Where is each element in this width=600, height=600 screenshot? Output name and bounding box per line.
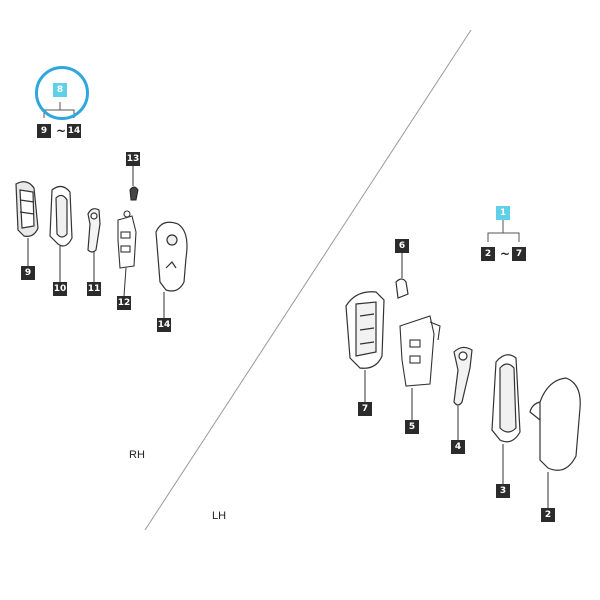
rh-group-tag[interactable]: 8 bbox=[53, 83, 67, 97]
part-3-shape bbox=[491, 354, 521, 443]
part-tag-13[interactable]: 13 bbox=[126, 152, 140, 166]
part-tag-4[interactable]: 4 bbox=[451, 440, 465, 454]
rh-range-from[interactable]: 9 bbox=[37, 124, 51, 138]
part-tag-2[interactable]: 2 bbox=[541, 508, 555, 522]
lh-group-bracket bbox=[487, 220, 520, 242]
highlight-circle bbox=[35, 66, 89, 120]
part-tag-10[interactable]: 10 bbox=[53, 282, 67, 296]
rh-leaders bbox=[27, 166, 165, 318]
part-14-shape bbox=[155, 221, 188, 292]
lh-range-tilde: ~ bbox=[500, 247, 511, 261]
part-tag-11[interactable]: 11 bbox=[87, 282, 101, 296]
part-5-shape bbox=[399, 315, 441, 387]
part-tag-7[interactable]: 7 bbox=[358, 402, 372, 416]
part-tag-6[interactable]: 6 bbox=[395, 239, 409, 253]
part-4-shape bbox=[453, 346, 473, 406]
part-9-shape bbox=[15, 181, 39, 237]
part-13-shape bbox=[129, 186, 139, 201]
part-tag-5[interactable]: 5 bbox=[405, 420, 419, 434]
part-7-shape bbox=[345, 291, 385, 369]
rh-range-to[interactable]: 14 bbox=[67, 124, 81, 138]
part-tag-12[interactable]: 12 bbox=[117, 296, 131, 310]
part-tag-14[interactable]: 14 bbox=[157, 318, 171, 332]
divider-line bbox=[144, 29, 472, 531]
part-10-shape bbox=[49, 185, 73, 247]
lh-range-to[interactable]: 7 bbox=[512, 247, 526, 261]
part-2-shape bbox=[529, 377, 581, 471]
side-label-rh: RH bbox=[129, 449, 145, 461]
lh-group-tag[interactable]: 1 bbox=[496, 206, 510, 220]
lh-leaders bbox=[364, 253, 549, 508]
rh-range-tilde: ~ bbox=[56, 124, 67, 138]
lh-range-from[interactable]: 2 bbox=[481, 247, 495, 261]
part-tag-3[interactable]: 3 bbox=[496, 484, 510, 498]
part-12-shape bbox=[117, 210, 137, 269]
part-11-shape bbox=[87, 208, 101, 253]
side-label-lh: LH bbox=[212, 510, 227, 522]
part-6-shape bbox=[395, 278, 409, 299]
part-tag-9[interactable]: 9 bbox=[21, 266, 35, 280]
